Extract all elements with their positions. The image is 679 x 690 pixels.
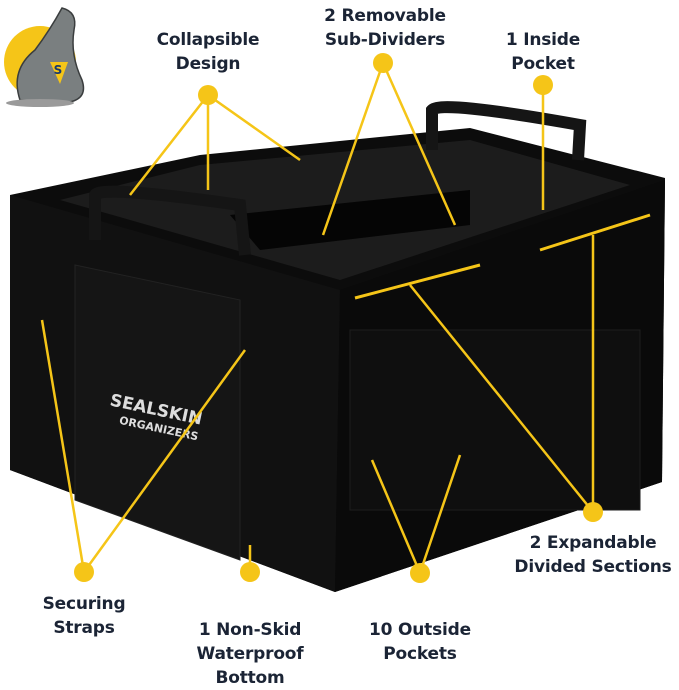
- callout-text: 1 Inside: [505, 30, 581, 50]
- callout-text: Bottom: [215, 668, 285, 688]
- seal-mascot-icon: S: [4, 7, 85, 107]
- callout-text: Collapsible: [156, 30, 260, 50]
- callout-text: Pockets: [383, 644, 457, 664]
- callout-text: 2 Removable: [324, 6, 446, 26]
- trunk-organizer: SEALSKIN ORGANIZERS: [10, 101, 665, 592]
- callout-text: 10 Outside: [369, 620, 471, 640]
- callout-lines: [40, 62, 651, 574]
- callout-text: Straps: [53, 618, 115, 638]
- callout-text: Design: [175, 54, 241, 74]
- callout-text: 2 Expandable: [529, 533, 657, 553]
- callout-text: Securing: [42, 594, 126, 614]
- callout-dots: [74, 53, 603, 583]
- callout-text: Sub-Dividers: [324, 30, 446, 50]
- callout-text: Pocket: [511, 54, 575, 74]
- callout-text: Divided Sections: [514, 557, 672, 577]
- svg-text:S: S: [54, 63, 63, 77]
- callout-text: Waterproof: [196, 644, 304, 664]
- callout-text: 1 Non-Skid: [198, 620, 302, 640]
